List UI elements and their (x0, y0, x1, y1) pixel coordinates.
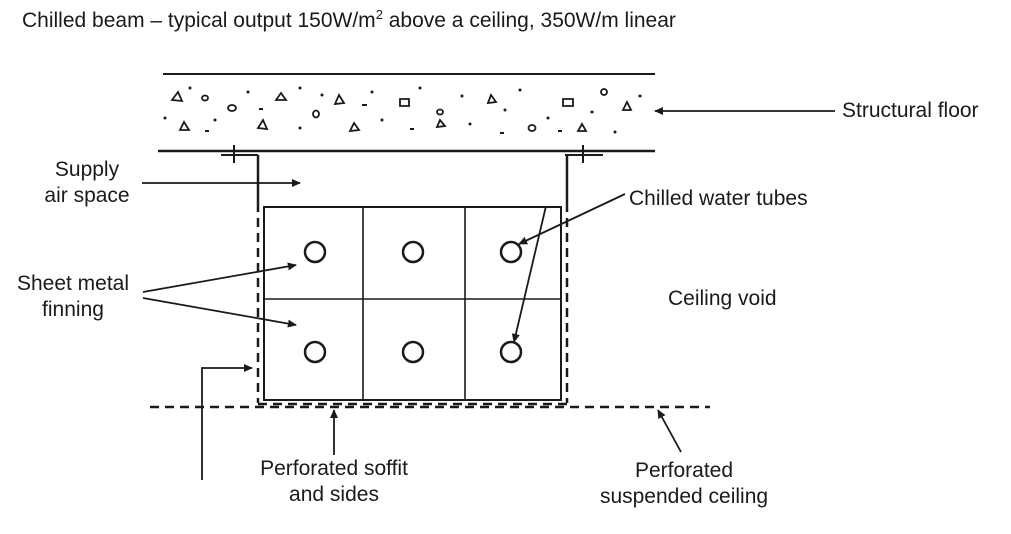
label-soffit-line1: Perforated soffit (260, 457, 408, 480)
hanger-fixings (221, 145, 603, 163)
label-perforated-ceiling: Perforated suspended ceiling (578, 458, 790, 510)
finning-arrow-upper (142, 262, 297, 293)
label-supply-line2: air space (44, 184, 130, 207)
chilled-water-tubes (303, 240, 523, 364)
title-suffix: above a ceiling, 350W/m linear (382, 9, 676, 32)
perforated-sides-arrow (201, 363, 253, 480)
label-ceiling-line2: suspended ceiling (599, 485, 769, 508)
finning-arrow-lower (142, 297, 297, 328)
label-soffit-line2: and sides (289, 483, 379, 506)
water-tube-arrow-lower (511, 205, 547, 343)
label-ceiling-line1: Perforated (634, 459, 734, 482)
label-chilled-water-tubes: Chilled water tubes (629, 187, 808, 210)
label-sheet-metal-finning: Sheet metal finning (4, 271, 142, 323)
label-supply-air-space: Supply air space (30, 157, 144, 209)
water-tube-6 (499, 340, 523, 364)
label-sheet-metal-line1: Sheet metal (16, 272, 130, 295)
water-tube-1 (303, 240, 327, 264)
label-supply-line1: Supply (54, 158, 120, 181)
label-sheet-metal-line2: finning (42, 298, 104, 321)
diagram-title: Chilled beam – typical output 150W/m2 ab… (22, 8, 676, 34)
coil-block (263, 206, 562, 401)
label-ceiling-void: Ceiling void (668, 287, 777, 310)
label-structural-floor: Structural floor (842, 99, 979, 122)
structural-floor-slab (158, 73, 655, 153)
water-tube-2 (401, 240, 425, 264)
water-tube-arrow-upper (518, 193, 626, 245)
beam-casing (256, 155, 569, 406)
water-tube-4 (303, 340, 327, 364)
water-tube-5 (401, 340, 425, 364)
suspended-ceiling-arrow (657, 409, 682, 453)
concrete-speckles (163, 86, 642, 134)
concrete-aggregate (170, 88, 633, 133)
water-tube-3 (499, 240, 523, 264)
title-prefix: Chilled beam – typical output 150W/m (22, 9, 376, 32)
label-perforated-soffit: Perforated soffit and sides (232, 456, 436, 508)
leader-arrows (142, 106, 835, 480)
title-superscript: 2 (375, 7, 383, 22)
